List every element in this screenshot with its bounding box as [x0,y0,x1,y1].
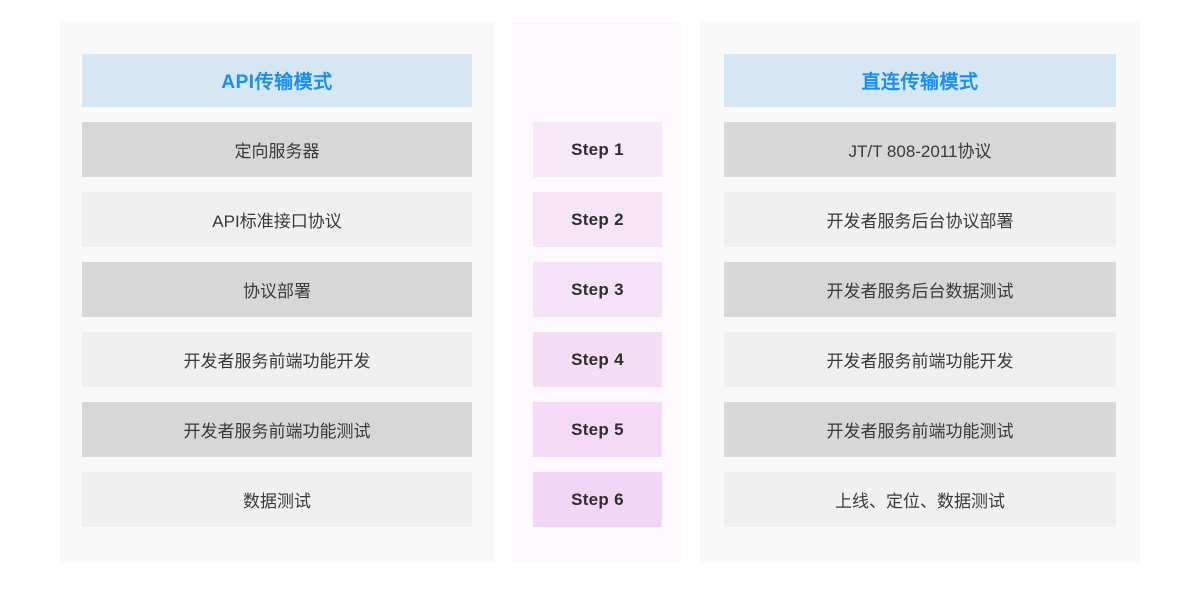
left-row-3: 协议部署 [82,262,472,317]
left-row-2: API标准接口协议 [82,192,472,247]
right-row-3: 开发者服务后台数据测试 [724,262,1116,317]
step-column-header-spacer [533,54,662,107]
right-column-list: 直连传输模式 JT/T 808-2011协议 开发者服务后台协议部署 开发者服务… [724,54,1116,527]
step-2: Step 2 [533,192,662,247]
left-row-1: 定向服务器 [82,122,472,177]
left-panel-api-mode: API传输模式 定向服务器 API标准接口协议 协议部署 开发者服务前端功能开发… [60,22,494,562]
right-column-title: 直连传输模式 [724,54,1116,107]
right-row-2: 开发者服务后台协议部署 [724,192,1116,247]
right-panel-direct-mode: 直连传输模式 JT/T 808-2011协议 开发者服务后台协议部署 开发者服务… [700,22,1140,562]
right-row-4: 开发者服务前端功能开发 [724,332,1116,387]
step-3: Step 3 [533,262,662,317]
right-row-5: 开发者服务前端功能测试 [724,402,1116,457]
step-1: Step 1 [533,122,662,177]
step-4: Step 4 [533,332,662,387]
step-6: Step 6 [533,472,662,527]
left-row-6: 数据测试 [82,472,472,527]
right-row-6: 上线、定位、数据测试 [724,472,1116,527]
step-column-list: Step 1 Step 2 Step 3 Step 4 Step 5 Step … [533,54,662,527]
right-row-1: JT/T 808-2011协议 [724,122,1116,177]
left-row-5: 开发者服务前端功能测试 [82,402,472,457]
left-column-list: API传输模式 定向服务器 API标准接口协议 协议部署 开发者服务前端功能开发… [82,54,472,527]
middle-panel-steps: Step 1 Step 2 Step 3 Step 4 Step 5 Step … [512,22,683,562]
left-column-title: API传输模式 [82,54,472,107]
step-5: Step 5 [533,402,662,457]
left-row-4: 开发者服务前端功能开发 [82,332,472,387]
